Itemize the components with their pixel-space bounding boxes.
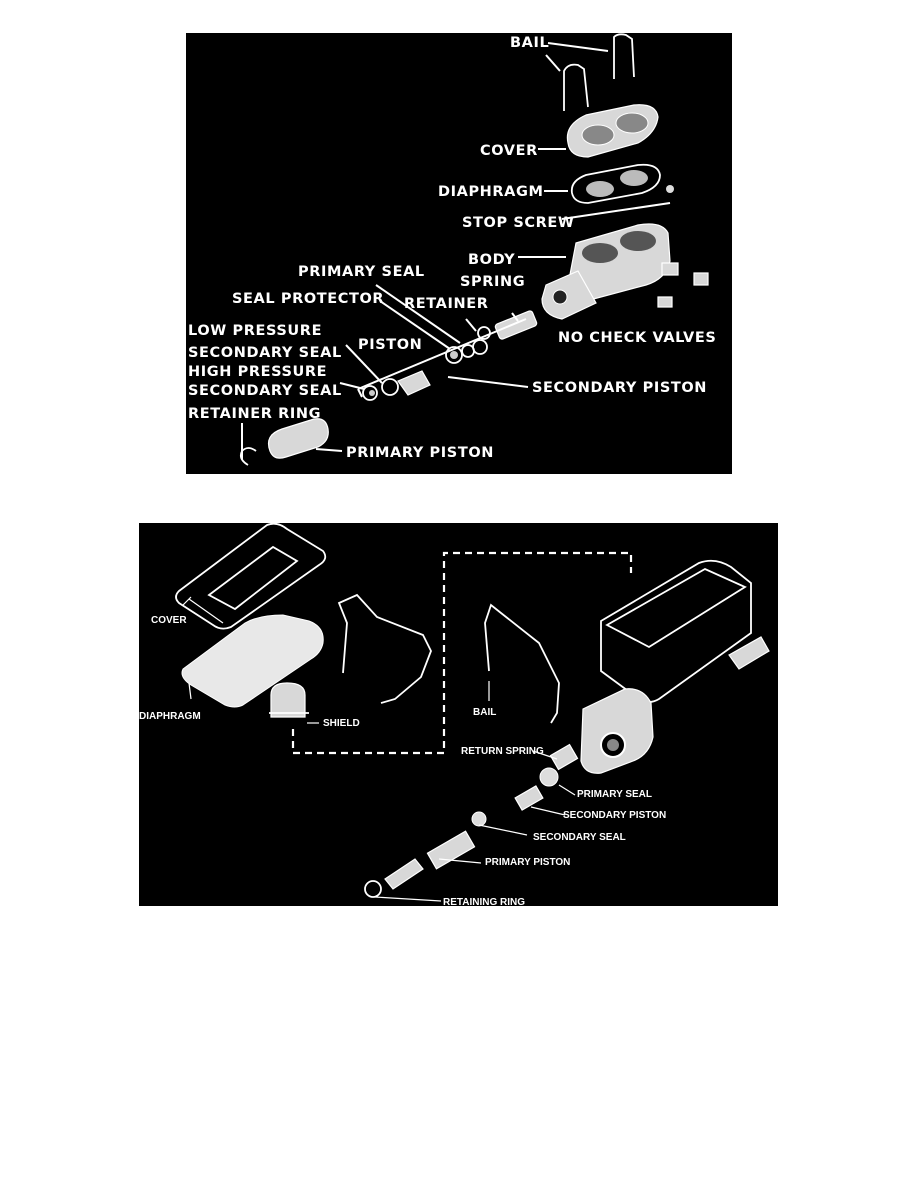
cover-drawing (566, 104, 659, 158)
bail-drawing (337, 593, 560, 724)
label-low-pressure: LOW PRESSURE (188, 323, 322, 339)
label-retainer-ring: RETAINER RING (188, 406, 321, 422)
label-primary-piston: PRIMARY PISTON (346, 445, 494, 461)
label-high-pressure: HIGH PRESSURE (188, 364, 327, 380)
label-primary-piston: PRIMARY PISTON (485, 857, 570, 868)
label-high-pressure-secondary-seal: SECONDARY SEAL (188, 383, 342, 399)
diagram-top-svg: BAIL COVER DIAPHRAGM STOP SCREW BODY PRI… (188, 33, 716, 466)
diaphragm-drawing (570, 163, 674, 204)
label-shield: SHIELD (323, 718, 360, 729)
body-drawing (541, 223, 709, 320)
label-return-spring: RETURN SPRING (461, 746, 544, 757)
label-bail: BAIL (510, 35, 549, 51)
label-bail: BAIL (473, 707, 496, 718)
label-seal-protector: SEAL PROTECTOR (232, 291, 384, 307)
label-cover: COVER (480, 143, 538, 159)
piston-assembly-drawing (364, 743, 579, 898)
cover-drawing (175, 523, 327, 630)
label-spring: SPRING (460, 274, 525, 290)
label-body: BODY (468, 252, 515, 268)
dashed-route-line (291, 551, 633, 755)
label-no-check-valves: NO CHECK VALVES (558, 330, 716, 346)
piston-assembly-drawing (239, 310, 538, 466)
label-retainer: RETAINER (404, 296, 488, 312)
diaphragm-drawing (181, 614, 324, 708)
master-cylinder-diagram-bottom: COVER DIAPHRAGM SHIELD BAIL RETURN SPRIN… (139, 523, 778, 906)
label-stop-screw: STOP SCREW (462, 215, 574, 231)
label-primary-seal: PRIMARY SEAL (577, 789, 652, 800)
shield-drawing (269, 682, 309, 718)
label-diaphragm: DIAPHRAGM (139, 711, 201, 722)
label-secondary-piston: SECONDARY PISTON (532, 380, 707, 396)
body-drawing (580, 559, 770, 774)
label-retaining-ring: RETAINING RING (443, 897, 525, 906)
label-cover: COVER (151, 615, 187, 626)
label-low-pressure-secondary-seal: SECONDARY SEAL (188, 345, 342, 361)
leader-lines (182, 596, 576, 902)
label-piston: PISTON (358, 337, 422, 353)
label-primary-seal: PRIMARY SEAL (298, 264, 425, 280)
label-secondary-seal: SECONDARY SEAL (533, 832, 626, 843)
bail-drawing (563, 33, 635, 111)
master-cylinder-diagram-top: BAIL COVER DIAPHRAGM STOP SCREW BODY PRI… (186, 33, 732, 474)
leader-lines (241, 42, 671, 459)
label-diaphragm: DIAPHRAGM (438, 184, 544, 200)
diagram-bottom-svg: COVER DIAPHRAGM SHIELD BAIL RETURN SPRIN… (139, 523, 770, 906)
label-secondary-piston: SECONDARY PISTON (563, 810, 666, 821)
